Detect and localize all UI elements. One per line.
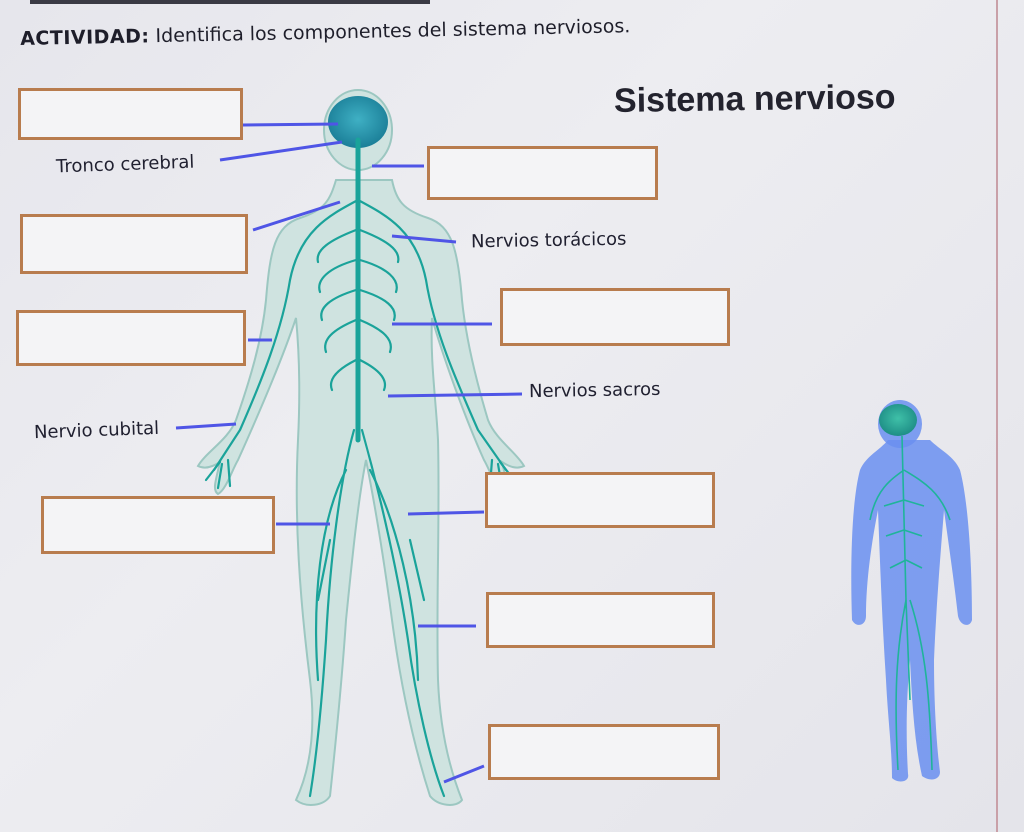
answer-box-6[interactable] [41,496,275,554]
page-margin-line [996,0,998,832]
label-nervios-sacros: Nervios sacros [528,378,661,403]
answer-box-7[interactable] [485,472,715,528]
answer-box-9[interactable] [488,724,720,780]
brain-shape [328,96,388,148]
label-nervio-cubital: Nervio cubital [33,417,160,444]
answer-box-3[interactable] [20,214,248,274]
leader-lines [175,122,523,784]
nerve-network [204,137,516,798]
small-nervous-system-figure [851,400,972,782]
answer-box-1[interactable] [18,88,243,140]
top-strip [30,0,430,4]
answer-box-2[interactable] [427,146,658,200]
answer-box-4[interactable] [16,310,246,366]
answer-box-8[interactable] [486,592,715,648]
label-nervios-toracicos: Nervios torácicos [470,228,627,253]
answer-box-5[interactable] [500,288,730,346]
